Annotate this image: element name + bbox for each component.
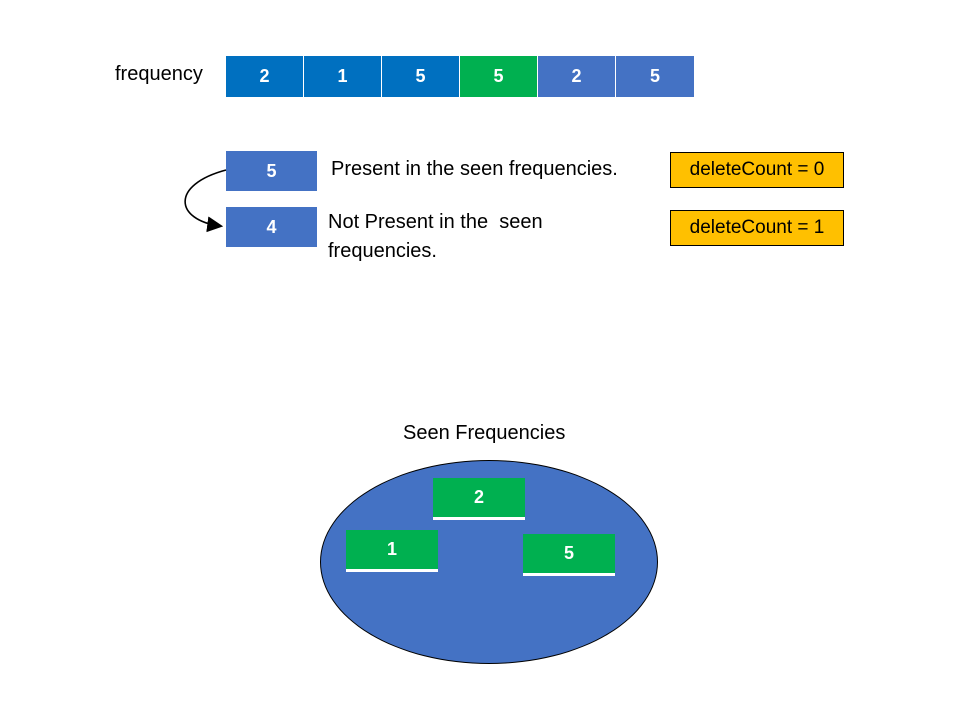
frequency-cell: 2: [538, 56, 616, 97]
seen-item: 1: [346, 530, 438, 572]
frequency-cell: 1: [304, 56, 382, 97]
frequency-cell: 5: [616, 56, 694, 97]
decrement-arrow: [184, 169, 227, 233]
not-present-description-line2: frequencies.: [328, 240, 437, 262]
frequency-cell: 5: [382, 56, 460, 97]
frequency-label: frequency: [115, 63, 203, 85]
delete-count-box-0: deleteCount = 0: [670, 152, 844, 188]
seen-frequencies-title: Seen Frequencies: [403, 422, 566, 444]
seen-item: 2: [433, 478, 525, 520]
frequency-cell-highlighted: 5: [460, 56, 538, 97]
seen-item: 5: [523, 534, 615, 576]
decremented-frequency-box: 4: [226, 207, 317, 247]
not-present-description-line1: Not Present in the seen: [328, 211, 543, 233]
current-frequency-box: 5: [226, 151, 317, 191]
frequency-cell: 2: [226, 56, 304, 97]
present-description: Present in the seen frequencies.: [331, 158, 618, 180]
frequency-array: 2 1 5 5 2 5: [226, 56, 694, 97]
delete-count-box-1: deleteCount = 1: [670, 210, 844, 246]
